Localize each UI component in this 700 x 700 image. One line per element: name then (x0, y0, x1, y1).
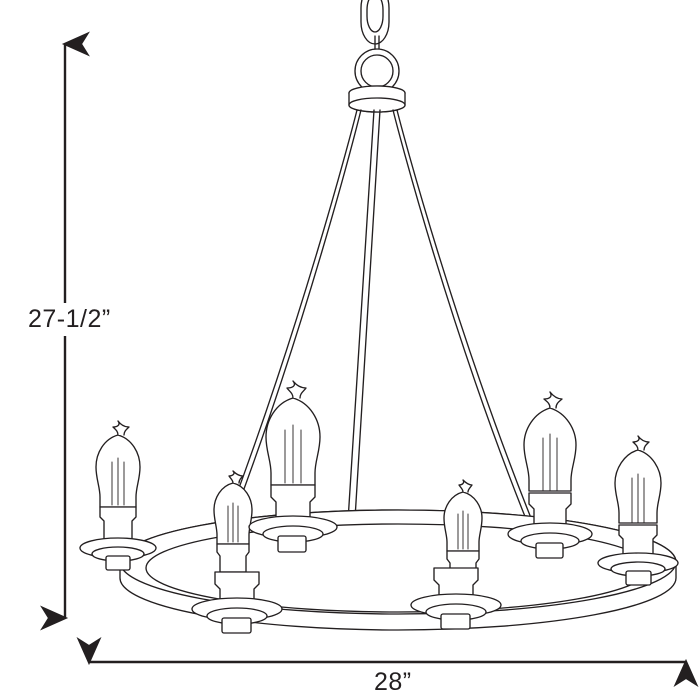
bulb-assembly-back-midright (443, 479, 483, 578)
fixture-group (79, 0, 679, 634)
bulb-assembly-back-midleft (213, 470, 253, 573)
bulb-assembly-back-center (248, 380, 338, 553)
bulb-assembly-back-right (507, 391, 593, 559)
center-rod (343, 109, 381, 585)
height-dimension-label: 27-1/2” (28, 303, 114, 336)
bulb-assembly-front-right (410, 567, 502, 630)
bulb-assembly-back-left (79, 420, 157, 571)
bulb-assembly-front-left (191, 571, 283, 634)
socket (216, 543, 250, 573)
width-dimension-label: 28” (368, 668, 418, 697)
support-rods (220, 109, 536, 538)
socket (99, 506, 137, 542)
bulb-assembly-back-farright (597, 435, 679, 586)
canopy (348, 85, 406, 113)
